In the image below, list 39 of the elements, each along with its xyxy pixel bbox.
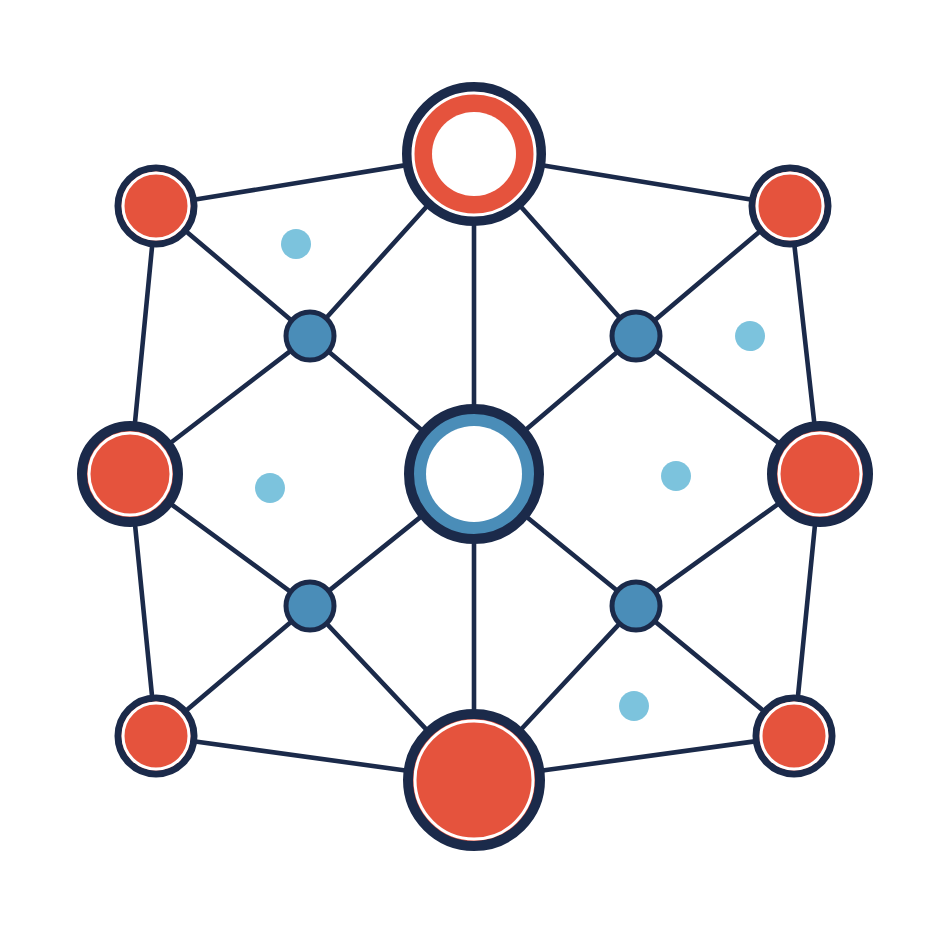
connector-line bbox=[471, 223, 477, 407]
connector-line bbox=[185, 620, 293, 712]
connector-line bbox=[328, 515, 422, 592]
circle-node bbox=[752, 694, 836, 778]
connector-line bbox=[655, 502, 780, 593]
connector-line bbox=[542, 739, 756, 773]
connector-line bbox=[542, 163, 752, 202]
connector-line bbox=[653, 230, 761, 322]
circle-node bbox=[403, 709, 545, 851]
connector-line bbox=[525, 350, 619, 431]
connector-line bbox=[795, 524, 818, 697]
connector-line bbox=[169, 349, 292, 445]
connector-line bbox=[325, 623, 428, 731]
small-circle-node bbox=[609, 309, 663, 363]
circle-node bbox=[767, 421, 873, 527]
circle-node bbox=[748, 164, 832, 248]
connector-line bbox=[132, 524, 155, 697]
small-circle-node bbox=[283, 579, 337, 633]
connector-line bbox=[520, 623, 621, 731]
connector-line bbox=[525, 515, 618, 592]
connector-line bbox=[792, 244, 817, 424]
connector-line bbox=[170, 503, 291, 593]
connector-line bbox=[194, 163, 406, 202]
connector-line bbox=[132, 245, 155, 424]
circle-node bbox=[114, 164, 198, 248]
ring-node bbox=[404, 404, 544, 544]
connector-line bbox=[194, 739, 406, 773]
connector-line bbox=[519, 205, 621, 319]
connector-line bbox=[327, 350, 423, 432]
small-circle-node bbox=[283, 309, 337, 363]
small-circle-node bbox=[609, 579, 663, 633]
circle-node bbox=[77, 421, 183, 527]
circle-node bbox=[114, 694, 198, 778]
connector-line bbox=[654, 349, 780, 445]
connector-line bbox=[185, 230, 293, 322]
connector-line bbox=[325, 205, 429, 319]
connector-line bbox=[654, 620, 765, 712]
connector-line bbox=[471, 541, 477, 712]
ring-node bbox=[402, 82, 546, 226]
